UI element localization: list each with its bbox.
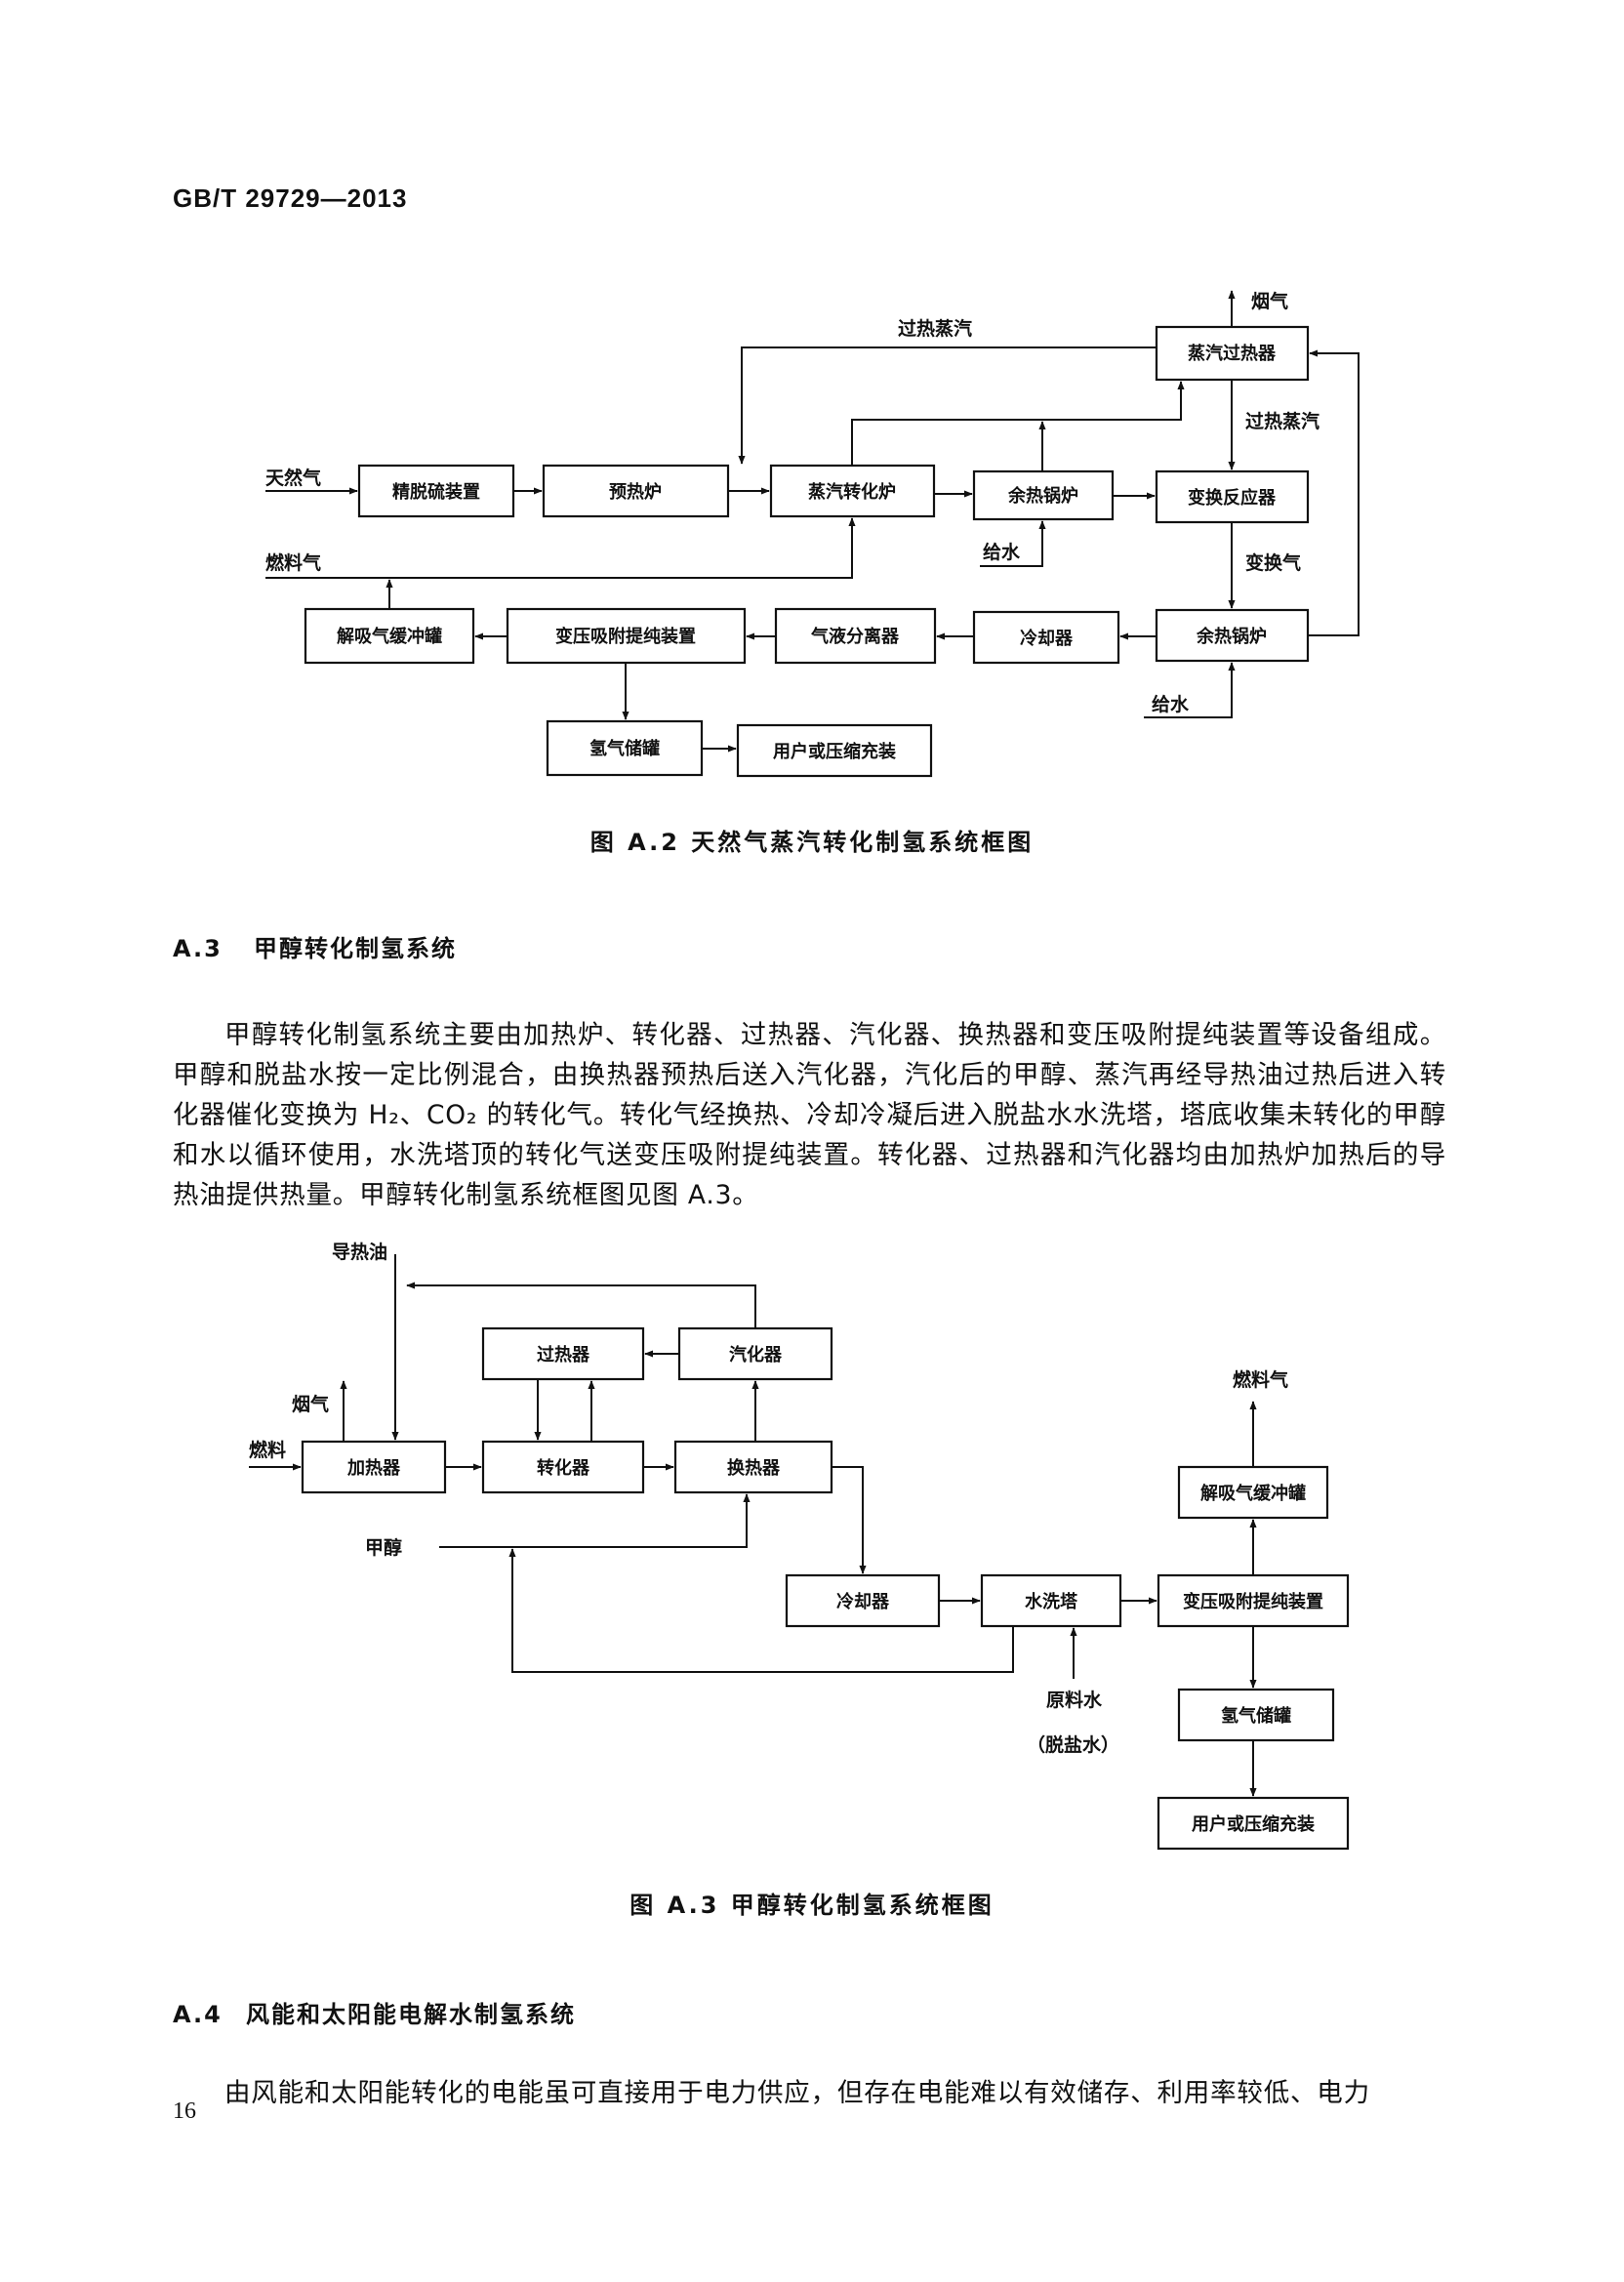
figure-a3: 过热器 汽化器 加热器 转化器 换热器 冷却器 水洗塔 变压吸附提纯装置 解吸气…: [249, 1241, 1350, 1851]
label-superheater: 过热器: [537, 1344, 590, 1365]
section-a4-number: A.4: [173, 2001, 223, 2028]
section-a4-title: 风能和太阳能电解水制氢系统: [246, 2001, 576, 2028]
label-cooler: 冷却器: [1020, 628, 1074, 649]
label-preheater: 预热炉: [609, 481, 662, 503]
box-cooler: [785, 1573, 941, 1628]
box-desorption-tank: [1177, 1465, 1329, 1520]
box-vaporizer: [677, 1326, 833, 1381]
box-preheater: [542, 464, 730, 518]
label-heat-oil: 导热油: [332, 1241, 387, 1263]
label-converter: 转化器: [537, 1457, 590, 1479]
label-heat-exchanger: 换热器: [727, 1457, 781, 1479]
figure-a2: 精脱硫装置 预热炉 蒸汽转化炉 余热锅炉 变换反应器 蒸汽过热器 解吸气缓冲罐 …: [265, 290, 1360, 778]
label-methanol: 甲醇: [365, 1536, 402, 1559]
label-desalted-water: （脱盐水）: [1027, 1733, 1119, 1756]
label-user: 用户或压缩充装: [1192, 1813, 1315, 1835]
box-h2-tank: [546, 719, 704, 777]
label-feed-water-1: 给水: [983, 541, 1021, 563]
label-waste-boiler-2: 余热锅炉: [1196, 626, 1267, 647]
label-waste-boiler-1: 余热锅炉: [1007, 485, 1078, 507]
box-user: [736, 723, 933, 778]
section-a3-paragraph: 甲醇转化制氢系统主要由加热炉、转化器、过热器、汽化器、换热器和变压吸附提纯装置等…: [173, 1020, 1446, 1210]
label-h2-tank: 氢气储罐: [1221, 1705, 1291, 1727]
label-heater: 加热器: [346, 1457, 401, 1479]
label-natural-gas: 天然气: [265, 467, 321, 489]
label-shift-reactor: 变换反应器: [1188, 487, 1277, 509]
box-steam-reformer: [769, 464, 936, 518]
label-steam-superheater: 蒸汽过热器: [1188, 343, 1277, 364]
label-fuel-gas: 燃料气: [265, 551, 321, 574]
section-a4-paragraph: 由风能和太阳能转化的电能虽可直接用于电力供应，但存在电能难以有效储存、利用率较低…: [224, 2078, 1370, 2108]
page-number: 16: [173, 2099, 196, 2124]
label-vaporizer: 汽化器: [729, 1344, 783, 1365]
label-psa-unit: 变压吸附提纯装置: [555, 626, 696, 647]
box-superheater: [481, 1326, 645, 1381]
box-heat-exchanger: [673, 1440, 833, 1494]
label-washing-tower: 水洗塔: [1025, 1591, 1078, 1612]
label-psa-unit: 变压吸附提纯装置: [1183, 1591, 1323, 1612]
box-waste-boiler-1: [972, 469, 1115, 521]
section-a3-title: 甲醇转化制氢系统: [254, 935, 457, 962]
box-user: [1157, 1796, 1350, 1851]
box-desulfurizer: [357, 464, 515, 518]
box-washing-tower: [980, 1573, 1122, 1628]
label-raw-water: 原料水: [1046, 1689, 1103, 1711]
label-superheated-steam-right: 过热蒸汽: [1245, 410, 1320, 432]
label-separator: 气液分离器: [810, 626, 900, 647]
label-desulfurizer: 精脱硫装置: [392, 481, 480, 503]
standard-code: GB/T 29729—2013: [173, 183, 408, 213]
label-user: 用户或压缩充装: [773, 741, 896, 762]
label-superheated-steam-top: 过热蒸汽: [898, 317, 972, 340]
section-a3-number: A.3: [173, 935, 223, 962]
label-steam-reformer: 蒸汽转化炉: [808, 481, 896, 503]
box-converter: [481, 1440, 645, 1494]
label-cooler: 冷却器: [836, 1591, 890, 1612]
label-feed-water-2: 给水: [1152, 693, 1190, 715]
label-flue-gas: 烟气: [1251, 290, 1288, 312]
label-h2-tank: 氢气储罐: [589, 738, 660, 759]
label-desorption-tank: 解吸气缓冲罐: [1200, 1483, 1306, 1504]
figure-a3-caption: 图 A.3 甲醇转化制氢系统框图: [629, 1892, 995, 1919]
box-heater: [301, 1440, 447, 1494]
label-fuel-gas: 燃料气: [1233, 1368, 1288, 1391]
label-desorption-tank: 解吸气缓冲罐: [337, 626, 442, 647]
label-shifted-gas: 变换气: [1245, 551, 1301, 574]
label-fuel: 燃料: [249, 1439, 286, 1461]
figure-a2-caption: 图 A.2 天然气蒸汽转化制氢系统框图: [590, 829, 1035, 856]
box-h2-tank: [1177, 1688, 1335, 1742]
label-flue-gas: 烟气: [292, 1393, 329, 1415]
box-desorption-tank: [304, 607, 475, 665]
